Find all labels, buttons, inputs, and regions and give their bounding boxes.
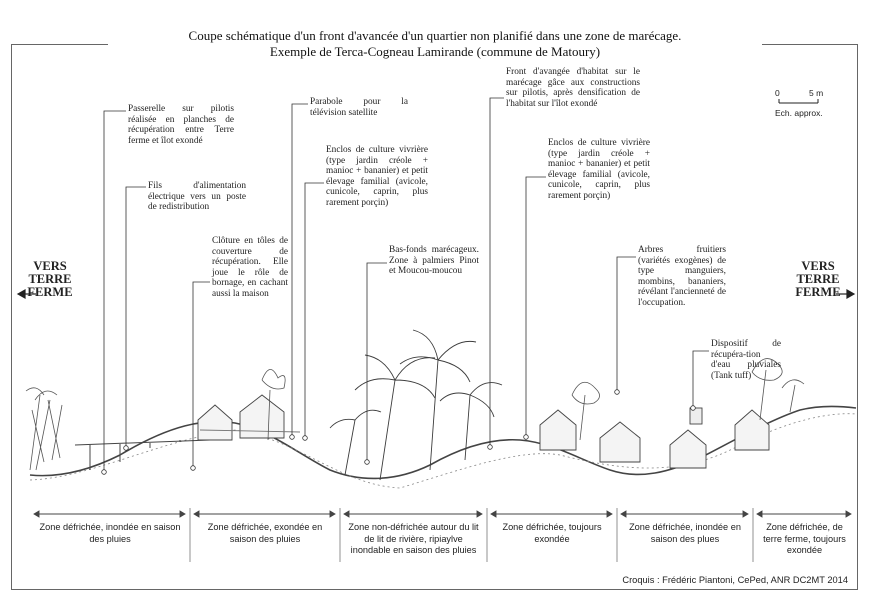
title-line-2: Exemple de Terca-Cogneau Lamirande (comm… — [269, 44, 601, 59]
zone-label-3: Zone non-défrichée autour du lit de lit … — [348, 522, 479, 555]
zone-label-2: Zone défrichée, exondée en saison des pl… — [207, 522, 323, 544]
houses-right — [539, 409, 770, 469]
zone-label-6: Zone défrichée, de terre ferme, toujours… — [763, 522, 846, 555]
left-vegetation — [25, 387, 63, 471]
leader-dots — [101, 389, 696, 475]
title-line-1: Coupe schématique d'un front d'avancée d… — [188, 28, 682, 43]
side-label-right: VERS TERRE FERME — [795, 259, 841, 299]
zone-label-4: Zone défrichée, toujours exondée — [502, 522, 602, 544]
stilt-walkway — [74, 439, 211, 470]
leader-lines — [103, 97, 709, 472]
water-tank-icon — [689, 407, 703, 425]
annotation-bas-fonds: Bas-fonds marécageux. Zone à palmiers Pi… — [389, 245, 479, 277]
annotation-parabole: Parabole pour la télévision satellite — [310, 97, 408, 118]
terrain-profile — [29, 405, 857, 480]
zone-label-5: Zone défrichée, inondée en saison des pl… — [629, 522, 741, 544]
zone-brackets — [33, 510, 852, 518]
title-background — [108, 26, 762, 62]
scale-zero: 0 — [775, 88, 780, 98]
annotation-front: Front d'avangée d'habitat sur le marécag… — [506, 67, 640, 109]
side-arrows — [16, 288, 856, 300]
scale-bar — [778, 99, 819, 104]
tree-left — [261, 369, 286, 441]
scale-five: 5 m — [809, 88, 824, 98]
annotation-cloture: Clôture en tôles de couverture de récupé… — [212, 236, 288, 299]
annotation-fils: Fils d'alimentation électrique vers un p… — [148, 181, 246, 213]
annotation-tank: Dispositif de récupéra-tion d'eau pluvia… — [711, 339, 781, 381]
side-label-left: VERS TERRE FERME — [27, 259, 73, 299]
annotation-enclos-right: Enclos de culture vivrière (type jardin … — [548, 138, 650, 201]
scale-caption: Ech. approx. — [775, 108, 823, 118]
annotation-enclos-left: Enclos de culture vivrière (type jardin … — [326, 145, 428, 208]
zone-dividers — [189, 508, 754, 562]
credit-line: Croquis : Frédéric Piantoni, CePed, ANR … — [622, 575, 848, 585]
houses-left — [197, 394, 301, 441]
annotation-arbres: Arbres fruitiers (variétés exogènes) de … — [638, 245, 726, 308]
page-title: Coupe schématique d'un front d'avancée d… — [0, 28, 870, 60]
annotation-passerelle: Passerelle sur pilotis réalisée en planc… — [128, 104, 234, 146]
palm-grove — [329, 329, 503, 481]
zone-label-1: Zone défrichée, inondée en saison des pl… — [39, 522, 181, 544]
tree-right — [571, 358, 805, 441]
ground-hatching — [29, 413, 857, 489]
